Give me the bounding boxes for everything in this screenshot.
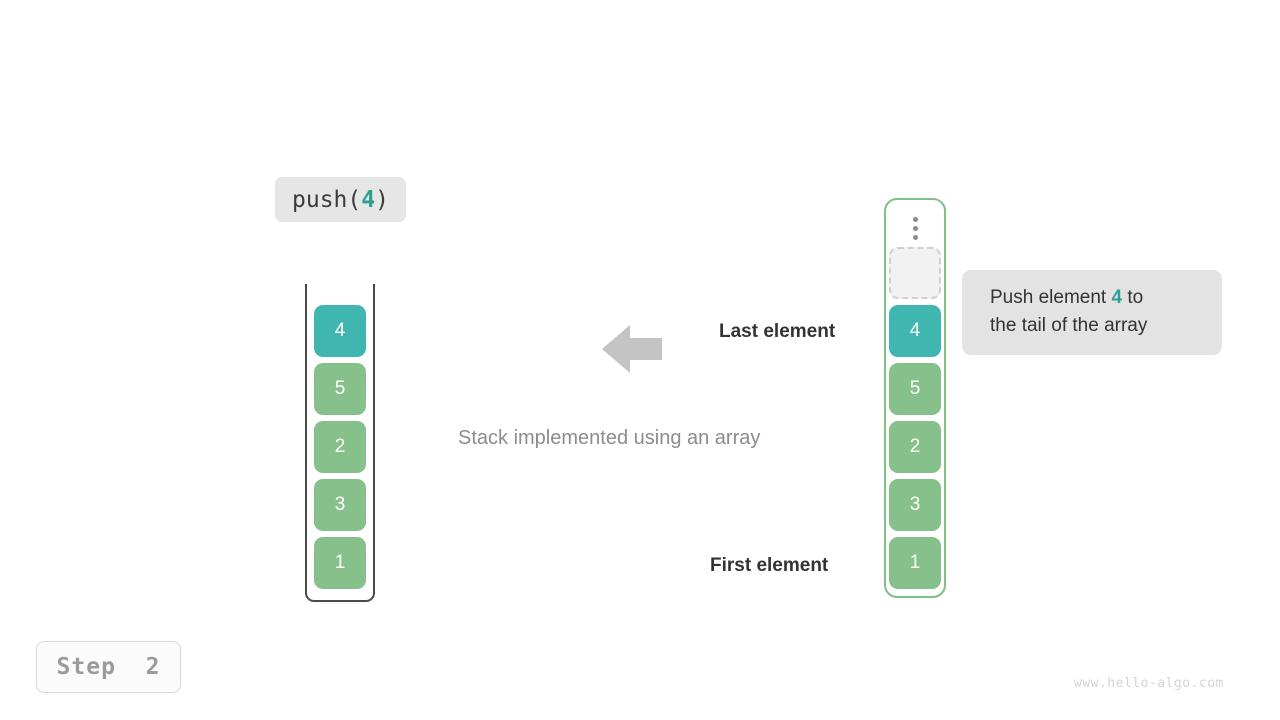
ellipsis-dot — [912, 234, 918, 240]
stack-cell-value: 5 — [334, 378, 346, 399]
watermark: www.hello-algo.com — [1074, 676, 1224, 691]
array-cell-value: 4 — [909, 320, 921, 341]
stack-cell: 3 — [314, 479, 366, 531]
stack-cell: 2 — [314, 421, 366, 473]
array-cell-list: 4 5 2 3 1 — [889, 247, 941, 589]
stack-cell-value: 4 — [334, 320, 346, 341]
array-cell: 5 — [889, 363, 941, 415]
annotation-line1-prefix: Push element — [990, 287, 1112, 308]
array-cell: 2 — [889, 421, 941, 473]
stack-cell: 4 — [314, 305, 366, 357]
operation-code-label: push(4) — [275, 177, 406, 222]
annotation-line1-suffix: to — [1122, 287, 1144, 308]
code-argument: 4 — [361, 186, 376, 213]
annotation-line2: the tail of the array — [990, 314, 1148, 336]
ellipsis-dot — [912, 216, 918, 222]
stack-cell-value: 2 — [334, 436, 346, 457]
array-frame-outline — [884, 198, 946, 598]
array-cell-value: 1 — [909, 552, 921, 573]
stack-cell-value: 1 — [334, 552, 346, 573]
array-cell: 3 — [889, 479, 941, 531]
step-badge: Step 2 — [36, 641, 181, 693]
code-prefix: push( — [292, 186, 362, 213]
stack-cell: 1 — [314, 537, 366, 589]
array-cell: 4 — [889, 305, 941, 357]
annotation-accent-value: 4 — [1111, 287, 1123, 308]
stack-vessel-outline — [305, 284, 375, 602]
array-empty-slot — [889, 247, 941, 299]
diagram-caption: Stack implemented using an array — [458, 427, 761, 449]
annotation-callout: Push element 4 to the tail of the array — [962, 270, 1222, 356]
array-cell-value: 3 — [909, 494, 921, 515]
stack-cell-value: 3 — [334, 494, 346, 515]
last-element-label: Last element — [719, 321, 836, 342]
stack-diagram: 4 5 2 3 1 — [305, 284, 375, 602]
array-cell: 1 — [889, 537, 941, 589]
stack-cell: 5 — [314, 363, 366, 415]
left-arrow-icon — [602, 320, 662, 378]
code-suffix: ) — [375, 186, 389, 213]
stack-cell-list: 4 5 2 3 1 — [314, 305, 366, 589]
ellipsis-dot — [912, 225, 918, 231]
array-cell-value: 5 — [909, 378, 921, 399]
array-cell-value: 2 — [909, 436, 921, 457]
first-element-label: First element — [710, 555, 829, 576]
array-diagram: 4 5 2 3 1 — [884, 198, 946, 598]
vertical-ellipsis-icon — [884, 212, 946, 244]
